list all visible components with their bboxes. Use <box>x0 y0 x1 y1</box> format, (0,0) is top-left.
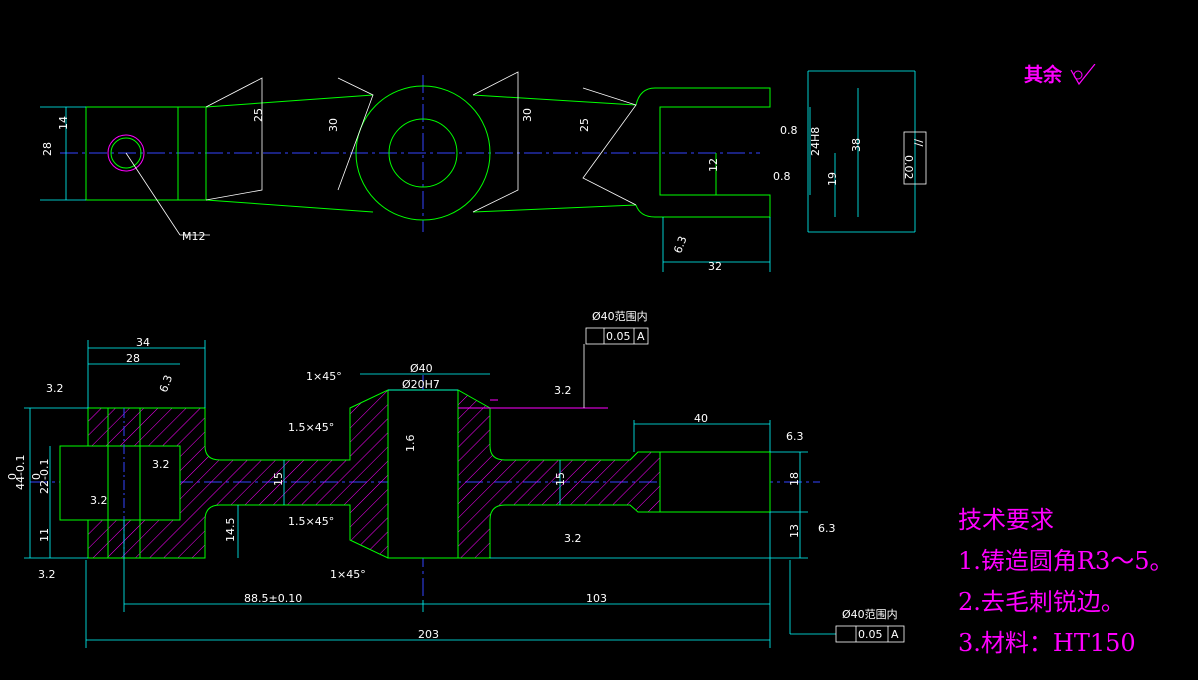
roughness-symbol-icon <box>1070 63 1096 85</box>
tech-item-3: 3.材料：HT150 <box>958 629 1136 657</box>
dim-32: 32 <box>708 260 722 273</box>
tolerance-top-value: 0.05 <box>606 330 631 343</box>
roughness-r5: 3.2 <box>38 568 56 581</box>
dim-30a: 30 <box>327 118 340 132</box>
rest-label: 其余 <box>1024 64 1063 86</box>
dim-203: 203 <box>418 628 439 641</box>
dim-28-front: 28 <box>126 352 140 365</box>
dim-88-5: 88.5±0.10 <box>244 592 302 605</box>
dim-19: 19 <box>826 172 839 186</box>
chamfer-1: 1×45° <box>306 370 342 383</box>
dim-15a: 15 <box>272 472 285 486</box>
dim-phi20h7: Ø20H7 <box>402 378 440 391</box>
dim-30b: 30 <box>521 108 534 122</box>
roughness-r7: 3.2 <box>564 532 582 545</box>
chamfer-2: 1.5×45° <box>288 421 334 434</box>
roughness-r9: 6.3 <box>818 522 836 535</box>
roughness-r4: 3.2 <box>90 494 108 507</box>
tolerance-bottom-note: Ø40范围内 <box>842 607 898 621</box>
tech-item-2: 2.去毛刺锐边。 <box>958 588 1125 616</box>
top-view: 28 14 25 30 30 25 12 24H8 19 38 32 M12 0… <box>40 70 927 273</box>
dim-38: 38 <box>850 138 863 152</box>
dim-12: 12 <box>707 158 720 172</box>
roughness-r3: 3.2 <box>152 458 170 471</box>
dim-24h8: 24H8 <box>809 127 822 156</box>
tech-title: 技术要求 <box>958 506 1054 534</box>
dim-103: 103 <box>586 592 607 605</box>
tech-item-1: 1.铸造圆角R3～5。 <box>958 547 1174 575</box>
tolerance-bottom-value: 0.05 <box>858 628 883 641</box>
thread-label: M12 <box>182 230 206 243</box>
dim-44: 44-0.1 <box>14 455 27 490</box>
tolerance-bottom-datum: A <box>891 628 899 641</box>
roughness-r10: 1.6 <box>404 435 417 453</box>
dim-18: 18 <box>788 472 801 486</box>
dim-28: 28 <box>41 142 54 156</box>
dim-15b: 15 <box>554 472 567 486</box>
roughness-08b: 0.8 <box>773 170 791 183</box>
dim-22-upper: 0 <box>30 473 43 480</box>
roughness-08a: 0.8 <box>780 124 798 137</box>
dim-44-upper: 0 <box>6 473 19 480</box>
dim-34: 34 <box>136 336 150 349</box>
tolerance-top-datum: A <box>637 330 645 343</box>
roughness-r6: 3.2 <box>554 384 572 397</box>
chamfer-4: 1×45° <box>330 568 366 581</box>
tolerance-top-note: Ø40范围内 <box>592 309 648 323</box>
roughness-r2: 6.3 <box>157 373 175 394</box>
tolerance-parallel-value: 0.02 <box>902 155 915 180</box>
roughness-r8: 6.3 <box>786 430 804 443</box>
rest-roughness-note: 其余 <box>1024 60 1099 88</box>
dim-14: 14 <box>57 116 70 130</box>
dim-11: 11 <box>38 528 51 542</box>
dim-14-5: 14.5 <box>224 518 237 543</box>
dim-phi40: Ø40 <box>410 362 433 375</box>
roughness-r1: 3.2 <box>46 382 64 395</box>
front-view: 34 28 Ø40 Ø20H7 40 203 88.5±0.10 103 15 … <box>6 309 905 648</box>
dim-25a: 25 <box>252 108 265 122</box>
dim-25b: 25 <box>578 118 591 132</box>
tolerance-parallel-symbol: // <box>912 139 925 147</box>
chamfer-3: 1.5×45° <box>288 515 334 528</box>
dim-22: 22-0.1 <box>38 459 51 494</box>
technical-requirements: 技术要求 1.铸造圆角R3～5。 2.去毛刺锐边。 3.材料：HT150 <box>958 500 1174 664</box>
dim-13: 13 <box>788 524 801 538</box>
roughness-63-top: 6.3 <box>671 234 689 255</box>
dim-40-right: 40 <box>694 412 708 425</box>
